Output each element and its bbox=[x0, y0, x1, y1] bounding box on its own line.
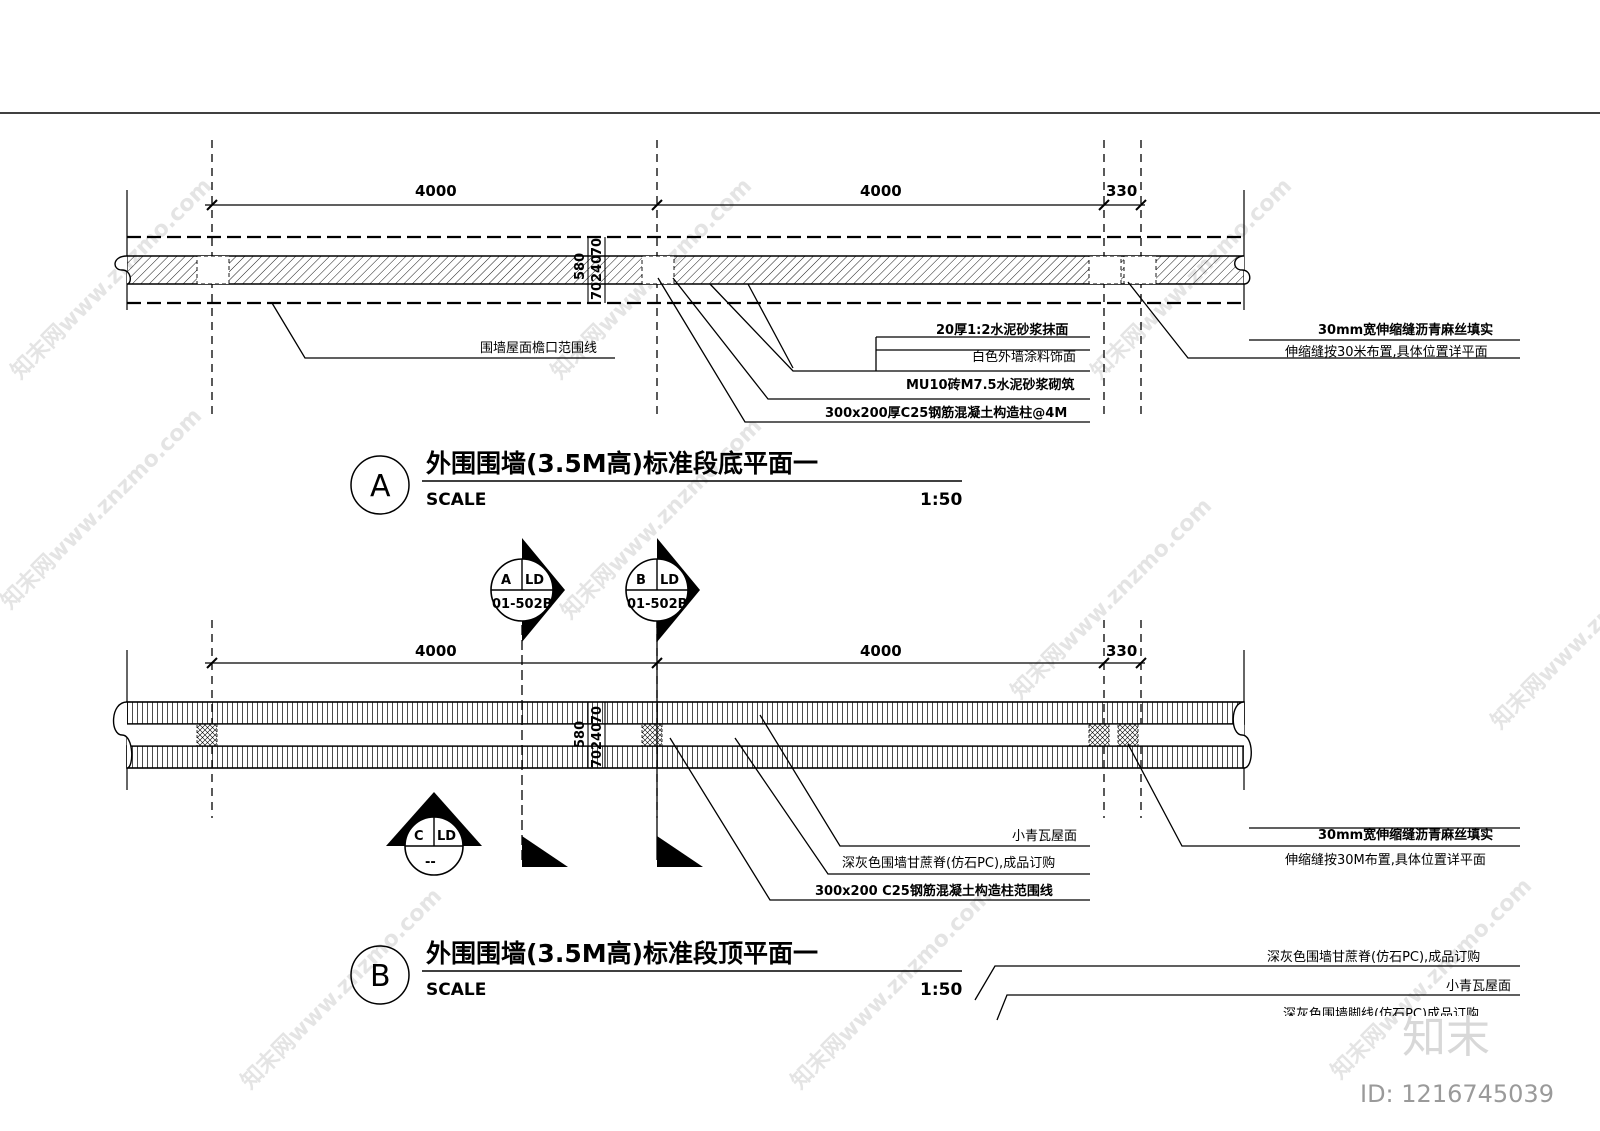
elevation-id: C bbox=[414, 829, 424, 844]
plan-title: 外围围墙(3.5M高)标准段顶平面一 bbox=[426, 939, 818, 968]
watermark-text: 知末网www.znzmo.com bbox=[786, 883, 997, 1094]
label-tile: 小青瓦屋面 bbox=[1012, 829, 1077, 844]
watermark-logo: 知末 bbox=[1402, 1012, 1490, 1063]
label-column: 300x200厚C25钢筋混凝土构造柱@4M bbox=[825, 405, 1067, 421]
width-dim-580: 580 bbox=[573, 253, 588, 280]
width-dim-70b: 70 bbox=[590, 238, 605, 256]
label-joint-2: 伸缩缝按30米布置,具体位置详平面 bbox=[1285, 344, 1488, 360]
width-dim-70b: 70 bbox=[590, 706, 605, 724]
watermark-text: 知末网www.znzmo.com bbox=[1486, 523, 1600, 734]
label-ridge-2: 深灰色围墙甘蔗脊(仿石PC),成品订购 bbox=[1267, 949, 1480, 965]
dim-span-2: 4000 bbox=[860, 642, 902, 660]
width-dim-70a: 70 bbox=[590, 282, 605, 300]
elevation-ref: -- bbox=[425, 855, 436, 870]
scale-value: 1:50 bbox=[920, 490, 962, 510]
label-paint: 白色外墙涂料饰面 bbox=[972, 349, 1076, 365]
label-joint-2: 伸缩缝按30M布置,具体位置详平面 bbox=[1285, 852, 1486, 868]
label-brick: MU10砖M7.5水泥砂浆砌筑 bbox=[906, 377, 1075, 393]
label-column: 300x200 C25钢筋混凝土构造柱范围线 bbox=[815, 883, 1053, 899]
width-dim-580: 580 bbox=[573, 721, 588, 748]
section-mark-a: A LD 01-502B bbox=[490, 538, 565, 642]
dim-joint: 330 bbox=[1106, 182, 1137, 200]
watermark-text: 知末网www.znzmo.com bbox=[236, 883, 447, 1094]
watermark-text: 知末网www.znzmo.com bbox=[0, 403, 207, 614]
section-mark-b: B LD 01-502B bbox=[625, 538, 700, 642]
plan-title: 外围围墙(3.5M高)标准段底平面一 bbox=[426, 449, 818, 478]
section-sheet: LD bbox=[525, 573, 544, 588]
label-tile-2: 小青瓦屋面 bbox=[1446, 979, 1511, 994]
dim-joint: 330 bbox=[1106, 642, 1137, 660]
title-letter: A bbox=[370, 469, 391, 504]
watermark-text: 知末网www.znzmo.com bbox=[1006, 493, 1217, 704]
label-finish: 20厚1:2水泥砂浆抹面 bbox=[936, 322, 1068, 338]
title-circle bbox=[350, 945, 410, 1005]
dim-span-1: 4000 bbox=[415, 642, 457, 660]
section-id: B bbox=[636, 573, 646, 588]
section-ref: 01-502B bbox=[492, 597, 553, 612]
label-eave: 围墙屋面檐口范围线 bbox=[480, 341, 597, 356]
plan-a: 4000 4000 330 580 70 240 70 bbox=[114, 140, 1520, 515]
scale-value: 1:50 bbox=[920, 980, 962, 1000]
width-dim-240: 240 bbox=[590, 255, 605, 282]
watermark-id: ID: 1216745039 bbox=[1360, 1080, 1554, 1108]
dim-span-2: 4000 bbox=[860, 182, 902, 200]
section-sheet: LD bbox=[660, 573, 679, 588]
title-circle bbox=[350, 455, 410, 515]
width-dim-240: 240 bbox=[590, 723, 605, 750]
width-dim-70a: 70 bbox=[590, 750, 605, 768]
scale-label: SCALE bbox=[426, 980, 486, 1000]
label-joint-1: 30mm宽伸缩缝沥青麻丝填实 bbox=[1318, 322, 1493, 338]
plan-b: 4000 4000 330 580 70 240 70 bbox=[112, 610, 1520, 1005]
dim-span-1: 4000 bbox=[415, 182, 457, 200]
title-letter: B bbox=[370, 959, 391, 994]
label-joint-1: 30mm宽伸缩缝沥青麻丝填实 bbox=[1318, 827, 1493, 843]
elevation-mark-c: C LD -- bbox=[386, 792, 482, 876]
section-ref: 01-502B bbox=[627, 597, 688, 612]
scale-label: SCALE bbox=[426, 490, 486, 510]
label-ridge: 深灰色围墙甘蔗脊(仿石PC),成品订购 bbox=[842, 855, 1055, 871]
elevation-sheet: LD bbox=[437, 829, 456, 844]
section-id: A bbox=[501, 573, 511, 588]
